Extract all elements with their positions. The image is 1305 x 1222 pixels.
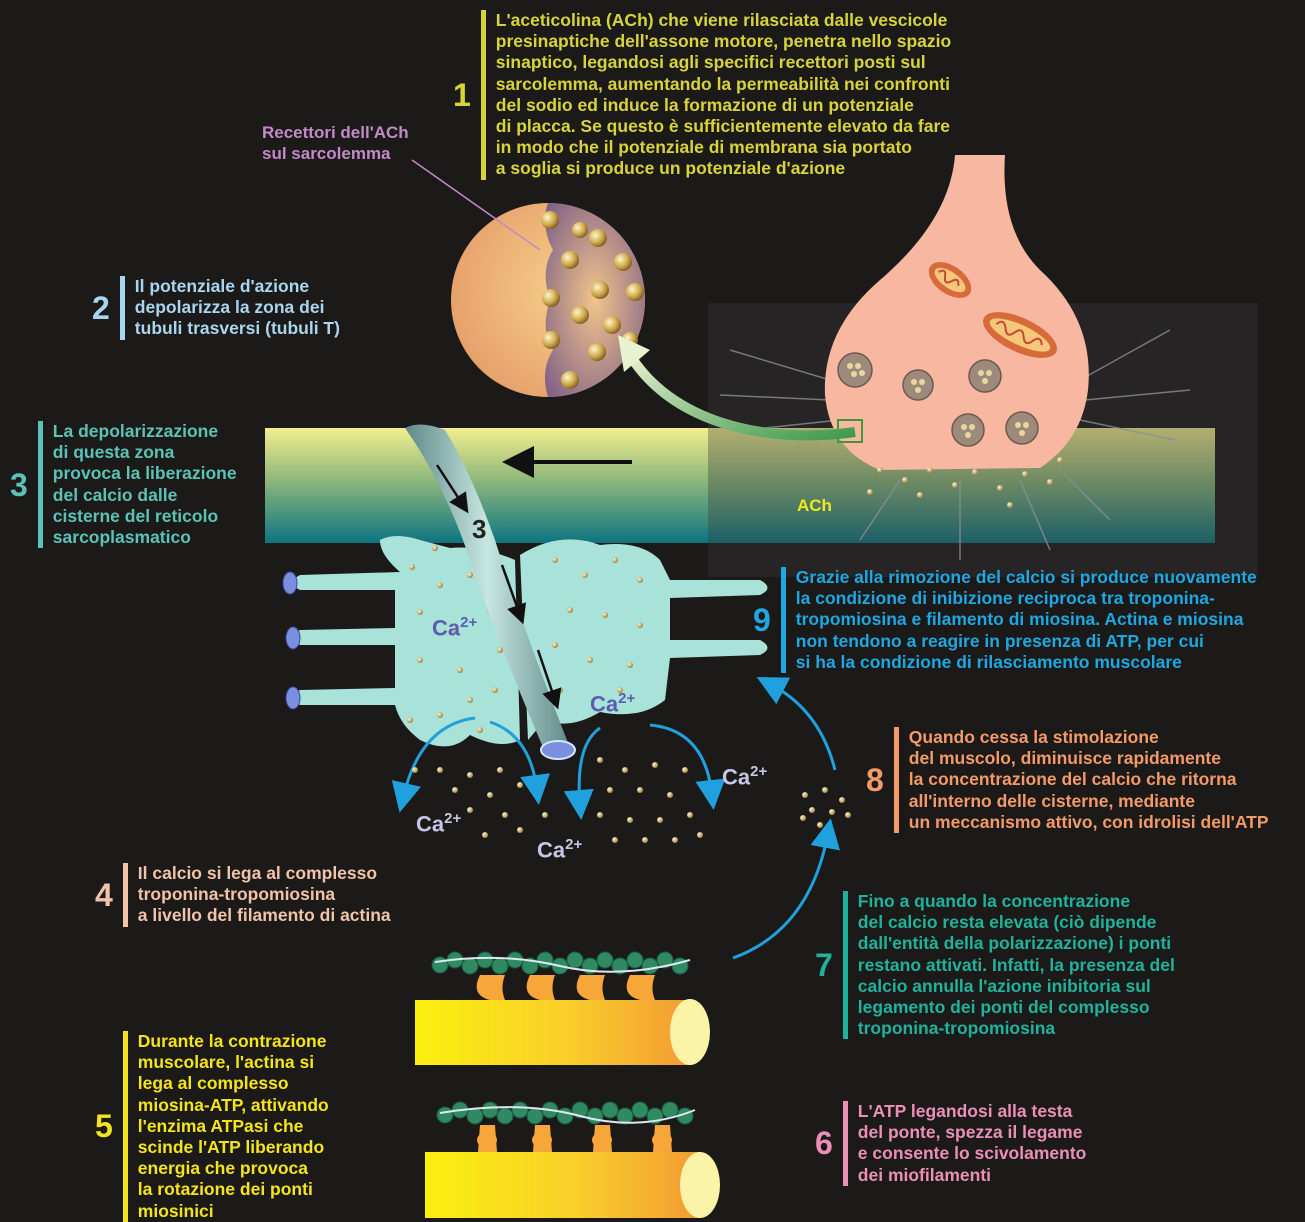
cycle-arrow-8-9 [770, 684, 835, 770]
step-number: 7 [815, 949, 833, 981]
step-bar [843, 1101, 848, 1186]
step-number: 2 [92, 292, 110, 324]
release-arrow [579, 728, 600, 805]
step-bar [781, 567, 786, 673]
step-number: 1 [453, 79, 471, 111]
free-calcium [412, 757, 851, 843]
step-number: 4 [95, 879, 113, 911]
step-bar [120, 276, 125, 340]
step-bar [38, 421, 43, 548]
step-bar [894, 727, 899, 833]
step-bar [481, 10, 486, 180]
calcium-label: Ca2+ [722, 763, 767, 790]
step-number: 5 [95, 1110, 113, 1142]
step-number: 6 [815, 1127, 833, 1159]
step-number: 8 [866, 764, 884, 796]
t-tubule-opening [541, 741, 575, 759]
step-9: 9 Grazie alla rimozione del calcio si pr… [753, 567, 1257, 673]
step-bar [123, 1031, 128, 1222]
receptor-label-line: Recettori dell'ACh [262, 122, 409, 143]
calcium-label: Ca2+ [416, 810, 461, 837]
sarcomere-relaxing [425, 1102, 720, 1218]
step-bar [843, 891, 848, 1039]
calcium-label: Ca2+ [432, 614, 477, 641]
calcium-label: Ca2+ [590, 690, 635, 717]
release-arrow [650, 725, 712, 795]
step-number: 9 [753, 604, 771, 636]
receptor-label-line: sul sarcolemma [262, 143, 409, 164]
cycle-arrow-7-8 [733, 833, 828, 958]
receptor-label: Recettori dell'ACh sul sarcolemma [262, 122, 409, 164]
step-bar [123, 863, 128, 927]
tubule-step-number: 3 [472, 514, 486, 545]
step-text: Grazie alla rimozione del calcio si prod… [796, 567, 1257, 673]
sarcomere-contracting [415, 952, 710, 1065]
step-number: 3 [10, 469, 28, 501]
zoom-circle [451, 203, 645, 397]
calcium-label: Ca2+ [537, 836, 582, 863]
step-1: 1 L'aceticolina (ACh) che viene rilascia… [453, 10, 951, 180]
ach-label: ACh [797, 496, 832, 516]
step-text: L'aceticolina (ACh) che viene rilasciata… [496, 10, 951, 180]
